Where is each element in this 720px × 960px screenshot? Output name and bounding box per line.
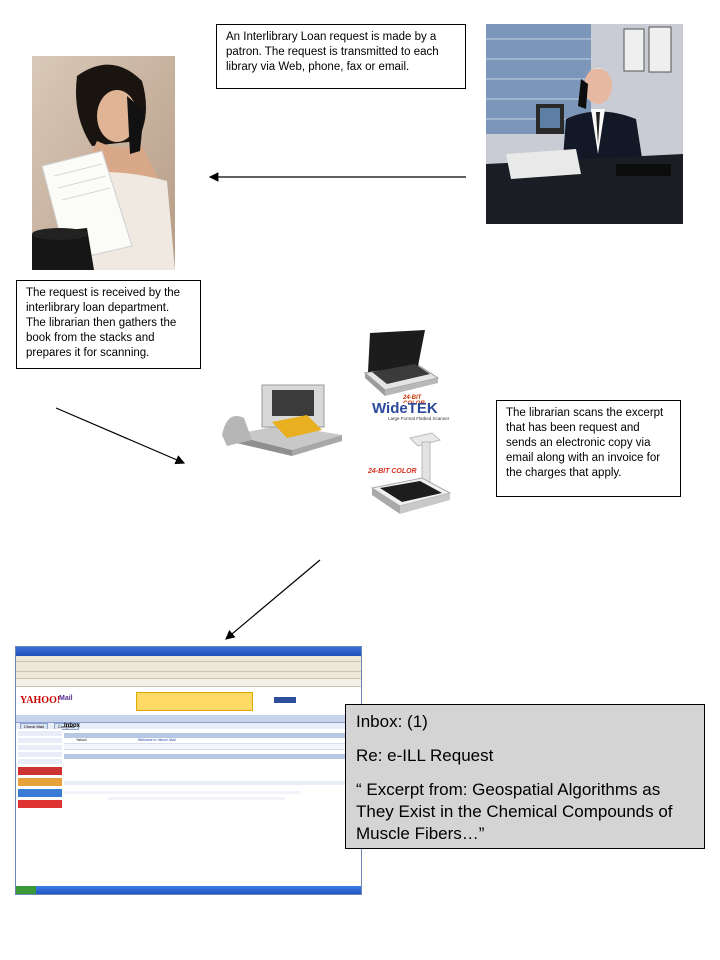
received-step-text: The request is received by the interlibr…	[26, 287, 181, 359]
book-scanner-image	[222, 380, 354, 460]
list-item[interactable]	[18, 752, 62, 757]
yahoo-mail-screenshot: YAHOO! Mail Check Mail Compose Inbox Yah…	[15, 646, 362, 895]
list-item[interactable]	[18, 738, 62, 743]
request-step-box: An Interlibrary Loan request is made by …	[216, 24, 466, 89]
yahoo-logo: YAHOO!	[20, 695, 61, 706]
received-step-box: The request is received by the interlibr…	[16, 280, 201, 369]
flatbed-scanner-illustration	[363, 330, 440, 396]
color-label-top: 24-BIT COLOR	[403, 395, 425, 403]
inbox-title: Inbox	[64, 723, 80, 729]
widetek-subtitle: Large Format Flatbed Scanner	[388, 416, 450, 421]
promo-icon	[18, 778, 62, 786]
yahoo-mail-header: YAHOO! Mail	[16, 687, 361, 715]
browser-titlebar	[16, 647, 361, 656]
table-row	[64, 744, 359, 750]
mail-tabs-bar	[16, 715, 361, 723]
flatbed-scanner-image: 24-BIT COLOR	[360, 328, 442, 403]
compose-button[interactable]: Compose	[54, 723, 80, 730]
overhead-scanner-image: 24-BIT COLOR	[362, 428, 452, 518]
table-row[interactable]: Yahoo! Welcome to Yahoo! Mail	[64, 738, 359, 744]
promo-icon	[18, 767, 62, 775]
scan-step-text: The librarian scans the excerpt that has…	[506, 407, 664, 479]
browser-toolbar	[16, 662, 361, 672]
widetek-logo: WideTEK	[372, 400, 438, 417]
color-label-bottom: 24-BIT COLOR	[368, 468, 417, 475]
windows-taskbar	[16, 886, 361, 894]
list-item[interactable]	[18, 759, 62, 764]
footer-bar	[64, 781, 359, 785]
row-from: Yahoo!	[76, 738, 87, 742]
header-ad-banner	[136, 692, 253, 711]
promo-icon	[18, 800, 62, 808]
start-button[interactable]	[16, 886, 36, 894]
folder-list	[18, 729, 62, 839]
table-header	[64, 733, 359, 738]
request-step-text: An Interlibrary Loan request is made by …	[226, 31, 439, 73]
callout-inbox: Inbox: (1)	[356, 712, 428, 731]
footer-links	[64, 791, 300, 794]
overhead-scanner-illustration	[370, 432, 452, 514]
browser-google-toolbar	[16, 679, 361, 687]
book-scanner-illustration	[222, 384, 342, 456]
callout-subject: Re: e-ILL Request	[356, 746, 494, 765]
man-at-desk-illustration	[486, 24, 683, 224]
woman-on-phone-illustration	[32, 56, 175, 270]
list-item[interactable]	[18, 745, 62, 750]
woman-on-phone-photo	[32, 56, 175, 270]
footer-links	[108, 797, 286, 800]
man-on-phone-photo	[486, 24, 683, 224]
row-subject[interactable]: Welcome to Yahoo! Mail	[138, 738, 176, 742]
arrow-to-email	[225, 559, 321, 640]
arrow-to-scanner	[55, 407, 186, 465]
inbox-callout: Inbox: (1) Re: e-ILL Request “ Excerpt f…	[345, 704, 705, 849]
scan-step-box: The librarian scans the excerpt that has…	[496, 400, 681, 497]
browser-address-bar	[16, 672, 361, 679]
callout-excerpt: “ Excerpt from: Geospatial Algorithms as…	[356, 780, 673, 843]
browser-menubar	[16, 656, 361, 662]
inbox-panel: Inbox Yahoo! Welcome to Yahoo! Mail	[64, 723, 359, 853]
table-footer	[64, 754, 359, 759]
promo-icon	[18, 789, 62, 797]
header-badge	[274, 697, 296, 703]
yahoo-mail-label: Mail	[59, 695, 73, 702]
list-item[interactable]	[18, 731, 62, 736]
